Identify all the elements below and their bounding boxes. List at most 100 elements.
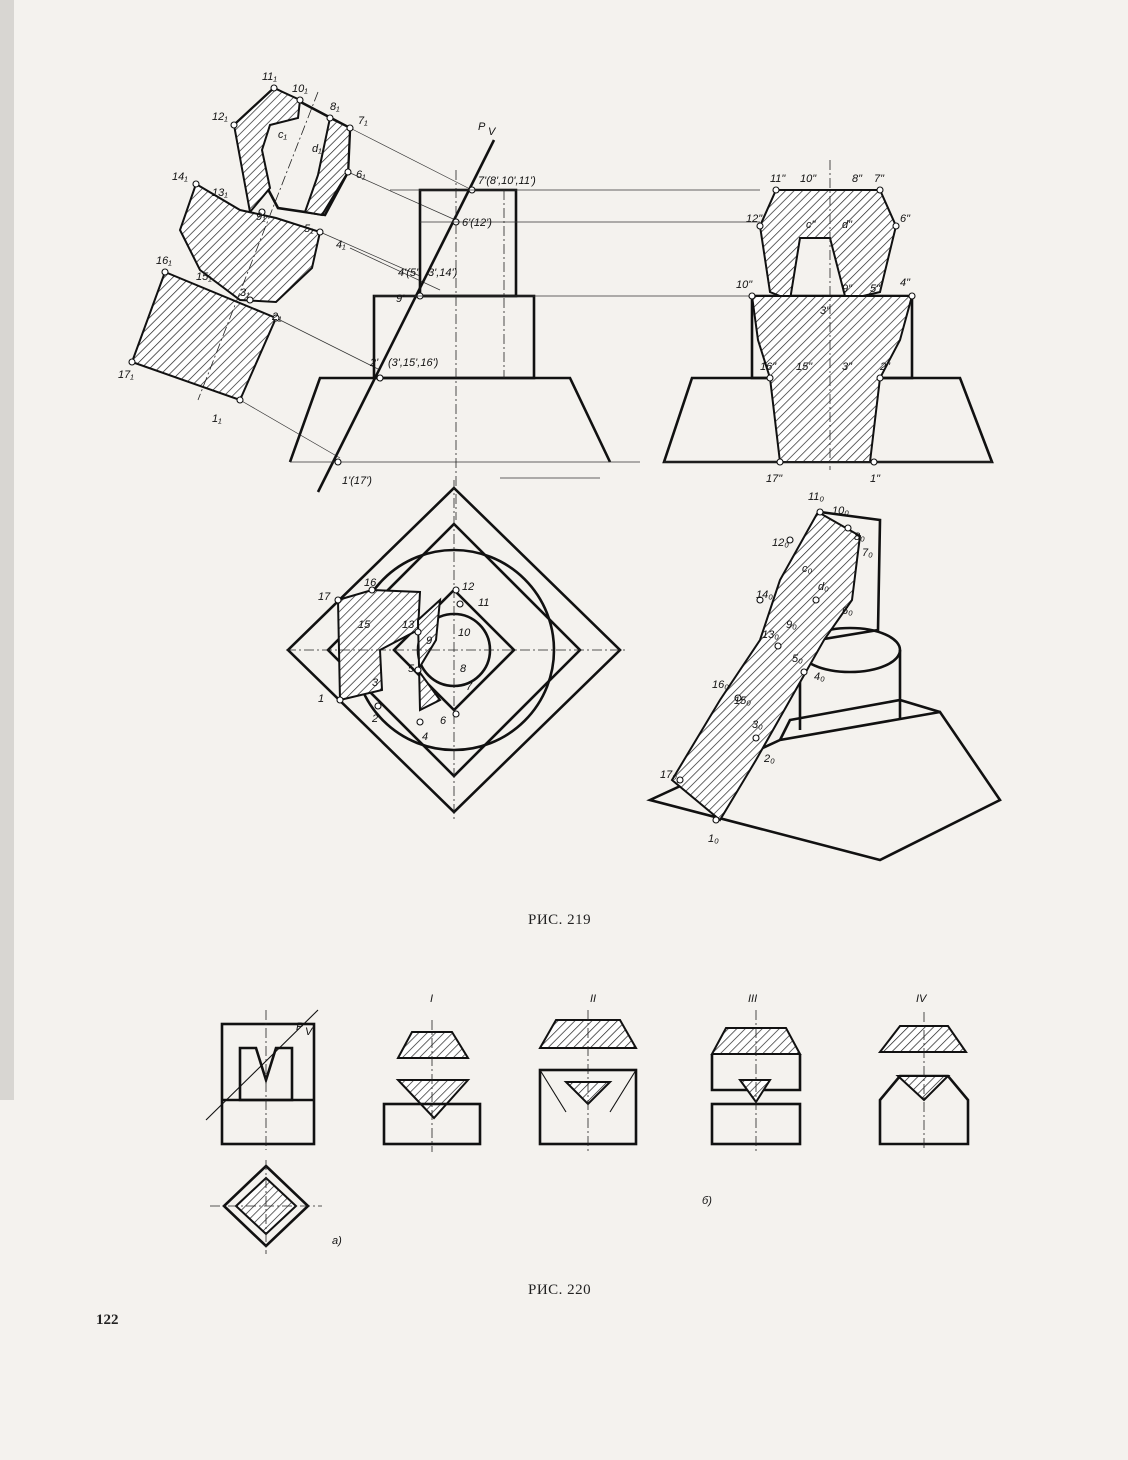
side-label: 11" [770,173,786,185]
iso-label: 1₀ [708,833,719,845]
front-label: 6'(12') [462,217,492,229]
top-label: 16 [364,577,377,589]
iso-label: 2₀ [763,753,775,765]
side-label: 12" [746,213,763,225]
iso-label: 12₀ [772,537,789,549]
side-label: 15" [796,361,813,373]
plane-subscript: V [488,126,497,138]
iso-label: d₀ [818,581,829,593]
variant-iii: III [710,993,802,1152]
side-label: 9" [842,283,853,295]
side-label: d" [842,219,853,231]
aux-label: 1₁ [212,413,222,425]
iso-label: 10₀ [832,505,849,517]
side-label: 5" [870,283,881,295]
top-label: 11 [478,597,489,609]
side-label: 4" [900,277,911,289]
variant-label: III [748,993,757,1005]
variant-a-front: P V [205,1009,319,1150]
iso-label: 5₀ [792,653,803,665]
side-label: 10" [800,173,817,185]
iso-label: 7₀ [862,547,873,559]
top-label: 8 [460,663,467,675]
variant-a-top: а) [210,1160,342,1254]
top-label: 10 [458,627,471,639]
front-label: 2' [369,357,379,369]
top-label: 5 [408,663,415,675]
figure-219: P V [118,71,1002,862]
side-label: 8" [852,173,863,185]
iso-label: c₀ [802,563,813,575]
aux-label: 7₁ [358,115,368,127]
iso-label: 3₀ [752,719,763,731]
variant-label: I [430,993,433,1005]
aux-label: 10₁ [292,83,308,95]
front-view-labels: 7'(8',10',11') 6'(12') 4'(5' 3',14') 9' … [342,175,536,487]
iso-label: 15₀ [734,695,751,707]
aux-label: 12₁ [212,111,228,123]
top-label: 13 [402,619,415,631]
aux-label: 8₁ [330,101,340,113]
top-view-labels: 17 16 15 13 12 11 10 9 5 3 8 7 6 1 2 4 [318,577,489,743]
side-label: 17" [766,473,783,485]
iso-label: 17₀ [660,769,677,781]
side-label: c" [806,219,817,231]
side-label: 6" [900,213,911,225]
plane-label: P [296,1021,304,1033]
variant-ii: II [538,993,638,1152]
cutting-plane-pv: P V [316,121,497,493]
variant-label: IV [916,993,928,1005]
side-label: 16" [760,361,777,373]
aux-label: 16₁ [156,255,172,267]
page-number: 122 [96,1312,119,1328]
iso-label: 8₀ [854,531,865,543]
aux-view [128,84,473,459]
figure-219-caption: РИС. 219 [528,912,592,928]
aux-label: 6₁ [356,169,366,181]
figure-220: P V а) I II III [205,993,970,1254]
aux-label: c₁ [278,129,288,141]
side-label: 3" [842,361,853,373]
variant-iv: IV б) [702,993,970,1207]
iso-label: 16₀ [712,679,729,691]
front-label: (3',15',16') [388,357,439,369]
iso-label: 9₀ [786,619,797,631]
iso-label: 11₀ [808,491,824,503]
iso-label: 14₀ [756,589,773,601]
front-label: 1'(17') [342,475,372,487]
plane-subscript: V [305,1026,314,1038]
aux-label: 15₁ [196,271,212,283]
side-label: 1" [870,473,881,485]
top-label: 9 [426,635,432,647]
aux-label: 14₁ [172,171,188,183]
side-view [662,160,994,470]
side-label: 7" [874,173,885,185]
front-label: 4'(5' [398,267,419,279]
aux-label: 5₁ [304,223,314,235]
isometric-view-labels: 11₀ 10₀ 8₀ 7₀ 12₀ c₀ d₀ 14₀ 6₀ 13₀ 9₀ 5₀… [660,491,873,845]
label-a: а) [332,1235,342,1247]
front-label: 7'(8',10',11') [478,175,536,187]
label-b: б) [702,1195,712,1207]
aux-label: 17₁ [118,369,134,381]
front-view [288,170,760,520]
top-label: 2 [371,713,378,725]
variant-i: I [382,993,482,1152]
aux-label: 11₁ [262,71,277,83]
top-label: 3 [372,677,379,689]
top-label: 6 [440,715,447,727]
top-label: 7 [466,681,473,693]
plane-label: P [478,121,486,133]
iso-label: 6₀ [842,605,853,617]
top-label: 12 [462,581,474,593]
top-label: 15 [358,619,371,631]
side-label: 3" [820,305,831,317]
top-label: 1 [318,693,324,705]
front-label: 9' [396,293,405,305]
top-label: 4 [422,731,428,743]
side-label: 2" [879,361,891,373]
top-view [286,477,626,820]
variant-label: II [590,993,596,1005]
aux-label: 2₁ [271,311,282,323]
